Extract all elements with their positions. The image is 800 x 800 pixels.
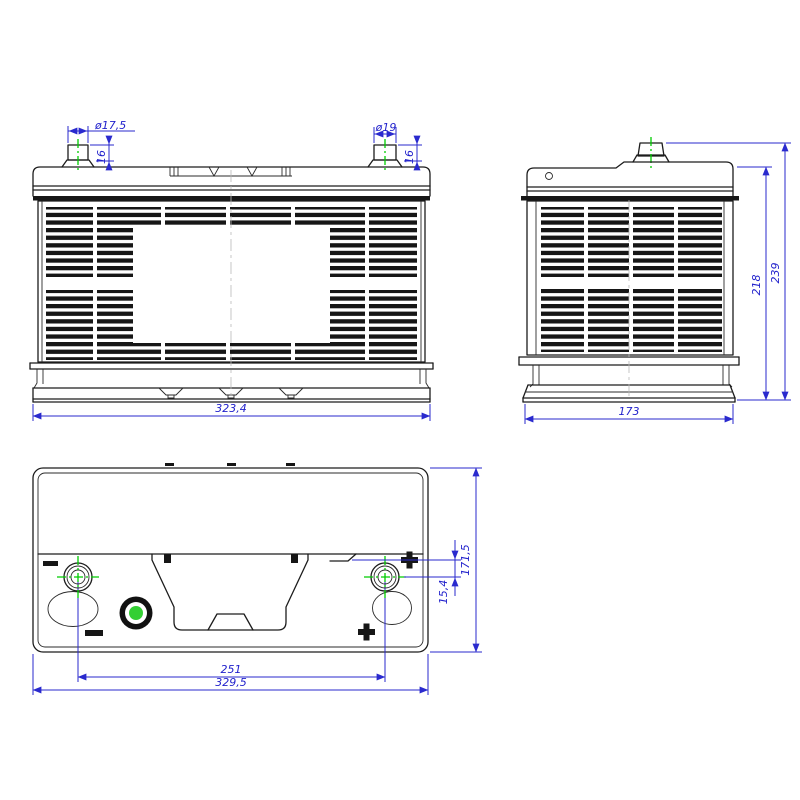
- side-rib-grille: [541, 207, 722, 352]
- dim-top-overall-depth: 171,5: [430, 467, 482, 653]
- svg-text:218: 218: [750, 275, 763, 296]
- dim-side-base-width: 173: [524, 404, 734, 424]
- svg-text:16: 16: [95, 150, 108, 164]
- top-terminal-negative: [57, 556, 99, 598]
- minus-marking-icon: [85, 630, 103, 636]
- front-view: ø17,5 16 ø19 16: [29, 119, 434, 421]
- side-view: 173 218 239: [518, 137, 791, 424]
- front-terminal-right: [367, 139, 403, 171]
- lid-seal-band: [521, 196, 739, 201]
- minus-marking-icon: [43, 561, 58, 566]
- dim-top-overall-length: 329,5: [32, 654, 429, 695]
- holddown-notch: [158, 387, 184, 399]
- front-lid: [32, 166, 431, 201]
- dim-front-overall-width: 323,4: [32, 402, 431, 421]
- svg-text:323,4: 323,4: [215, 402, 247, 415]
- magic-eye-indicator-icon: [119, 596, 153, 630]
- handle-tab: [286, 463, 295, 466]
- side-body: [526, 200, 734, 356]
- front-terminal-left: [61, 139, 95, 171]
- front-rib-grille: [46, 207, 417, 360]
- svg-text:16: 16: [403, 150, 416, 164]
- dim-front-terminal-right-diameter: ø19: [373, 121, 397, 143]
- dim-front-terminal-left-diameter: ø17,5: [67, 119, 135, 143]
- dim-side-height-to-lid: 218: [737, 166, 772, 401]
- svg-text:171,5: 171,5: [459, 544, 472, 576]
- front-base: [29, 362, 434, 403]
- holddown-notch: [278, 387, 304, 399]
- handle-clip: [164, 554, 171, 563]
- handle-recess-panel: [151, 553, 309, 631]
- dim-top-terminal-spacing: 251: [77, 663, 386, 681]
- handle-clip: [291, 554, 298, 563]
- dim-front-terminal-right-height: 16: [398, 135, 422, 171]
- top-cover-step: [37, 553, 424, 562]
- svg-text:173: 173: [619, 405, 640, 418]
- top-terminal-positive: [364, 556, 406, 598]
- svg-text:ø17,5: ø17,5: [94, 119, 126, 132]
- label-area: [133, 225, 330, 343]
- side-lid: [521, 161, 739, 201]
- svg-text:15,4: 15,4: [437, 580, 450, 605]
- top-view: 251 329,5 171,5 15,4: [32, 463, 482, 695]
- side-terminal: [632, 137, 670, 170]
- dim-side-total-height: 239: [666, 142, 791, 401]
- front-body: [37, 200, 426, 363]
- handle-tab: [227, 463, 236, 466]
- svg-text:329,5: 329,5: [215, 676, 247, 689]
- terminal-recess-circle: [372, 591, 412, 625]
- dim-front-terminal-left-height: 16: [90, 135, 114, 171]
- handle-tab: [165, 463, 174, 466]
- svg-text:239: 239: [769, 263, 782, 284]
- lid-seal-band: [33, 196, 430, 201]
- svg-text:251: 251: [221, 663, 242, 676]
- svg-text:ø19: ø19: [375, 121, 397, 134]
- plus-marking-icon: [358, 623, 375, 641]
- dim-top-terminal-setback: 15,4: [352, 540, 461, 604]
- vent-hole-icon: [545, 172, 553, 180]
- handle-grip: [207, 613, 254, 631]
- terminal-recess-circle: [47, 591, 99, 627]
- side-base: [518, 356, 740, 403]
